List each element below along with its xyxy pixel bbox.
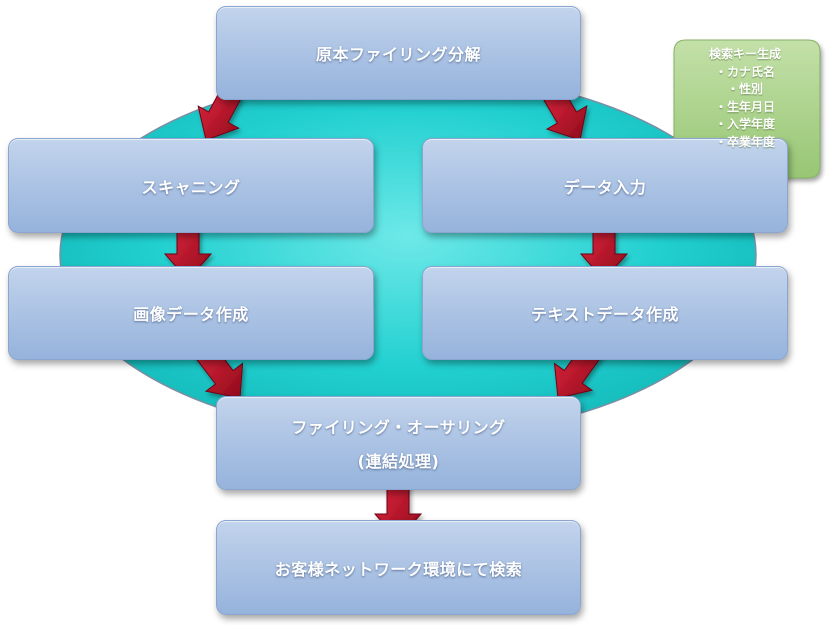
background-ellipse (59, 72, 757, 438)
box-label-line2: (連結処理) (357, 452, 440, 471)
scanning-box: スキャニング (8, 138, 374, 233)
callout-title: 検索キー生成 (708, 47, 781, 61)
box-label-line1: ファイリング・オーサリング (291, 418, 506, 437)
box-label: お客様ネットワーク環境にて検索 (274, 559, 523, 579)
callout-item-admission-year: ・入学年度 (714, 117, 775, 131)
box-label: 画像データ作成 (133, 305, 249, 324)
search-key-callout: 検索キー生成 ・カナ氏名 ・性別 ・生年月日 ・入学年度 ・卒業年度 (676, 46, 814, 176)
customer-network-search-box: お客様ネットワーク環境にて検索 (216, 520, 581, 615)
callout-item-kana-name: ・カナ氏名 (714, 64, 775, 79)
callout-item-gender: ・性別 (726, 82, 763, 96)
callout-item-graduation-year: ・卒業年度 (714, 134, 775, 149)
data-entry-box: データ入力 (422, 138, 788, 233)
box-label: テキストデータ作成 (530, 305, 680, 324)
image-data-creation-box: 画像データ作成 (8, 266, 374, 360)
box-label: データ入力 (563, 177, 647, 197)
source-filing-disassembly-box: 原本ファイリング分解 (216, 6, 581, 100)
callout-item-birthdate: ・生年月日 (714, 99, 775, 114)
filing-authoring-box: ファイリング・オーサリング (連結処理) (216, 396, 581, 490)
arrow-source-to-scanning (197, 86, 243, 141)
box-label: 原本ファイリング分解 (315, 45, 481, 64)
text-data-creation-box: テキストデータ作成 (422, 266, 788, 360)
box-label: スキャニング (141, 177, 241, 197)
